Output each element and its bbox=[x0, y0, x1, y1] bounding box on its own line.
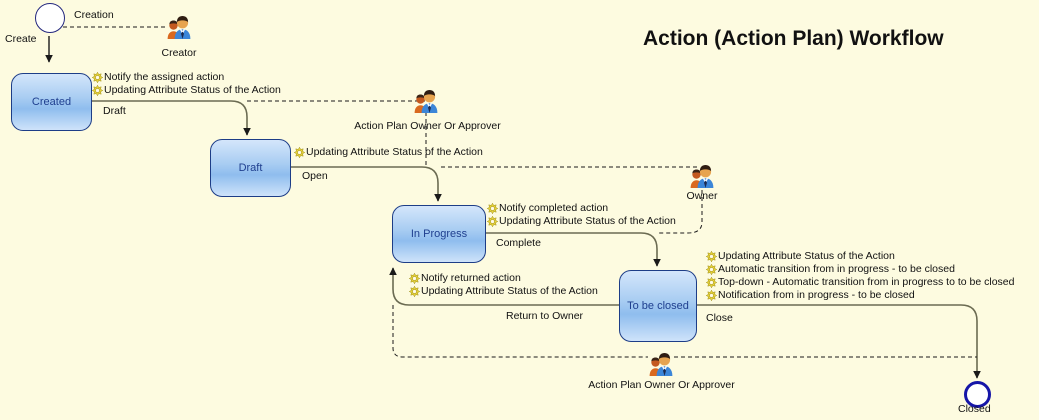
gear-icon bbox=[706, 251, 718, 262]
actor-label-approver-top: Action Plan Owner Or Approver bbox=[354, 120, 501, 132]
gear-icon bbox=[487, 203, 499, 214]
end-node-closed-label: Closed bbox=[958, 403, 991, 415]
note-text: Updating Attribute Status of the Action bbox=[104, 84, 281, 96]
note-text: Notify the assigned action bbox=[104, 71, 225, 83]
gear-icon bbox=[409, 286, 421, 297]
gear-icon bbox=[487, 216, 499, 227]
note-text: Top-down - Automatic transition from in … bbox=[718, 276, 1015, 288]
transition-return-to-owner-arrow bbox=[389, 267, 621, 306]
note-row: Updating Attribute Status of the Action bbox=[409, 285, 598, 298]
note-row: Notify the assigned action bbox=[92, 71, 281, 84]
transition-label-close: Close bbox=[706, 312, 733, 324]
note-row: Notify completed action bbox=[487, 202, 676, 215]
note-row: Updating Attribute Status of the Action bbox=[294, 146, 483, 159]
state-to-be-closed[interactable]: To be closed bbox=[619, 270, 697, 342]
note-row: Notify returned action bbox=[409, 272, 598, 285]
note-row: Updating Attribute Status of the Action bbox=[92, 84, 281, 97]
state-created[interactable]: Created bbox=[11, 73, 92, 131]
gear-icon bbox=[706, 290, 718, 301]
note-text: Notify completed action bbox=[499, 202, 609, 214]
page-title: Action (Action Plan) Workflow bbox=[643, 27, 944, 50]
transition-label-complete: Complete bbox=[496, 237, 541, 249]
actor-icon-approver-top[interactable] bbox=[412, 88, 440, 114]
note-text: Automatic transition from in progress - … bbox=[718, 263, 955, 275]
actor-icon-owner[interactable] bbox=[688, 163, 716, 189]
note-row: Updating Attribute Status of the Action bbox=[706, 250, 1014, 263]
actor-link-approver-bottom-return bbox=[392, 305, 648, 358]
note-text: Updating Attribute Status of the Action bbox=[499, 215, 676, 227]
gear-icon bbox=[706, 277, 718, 288]
note-text: Notification from in progress - to be cl… bbox=[718, 289, 915, 301]
note-text: Updating Attribute Status of the Action bbox=[421, 285, 598, 297]
transition-draft-arrow bbox=[90, 100, 251, 136]
note-text: Updating Attribute Status of the Action bbox=[306, 146, 483, 158]
state-in-progress-label: In Progress bbox=[410, 228, 468, 240]
transition-label-open: Open bbox=[302, 170, 328, 182]
note-row: Updating Attribute Status of the Action bbox=[487, 215, 676, 228]
start-node-label: Creation bbox=[74, 9, 114, 21]
note-text: Notify returned action bbox=[421, 272, 521, 284]
note-row: Top-down - Automatic transition from in … bbox=[706, 276, 1014, 289]
transition-open-arrow bbox=[289, 166, 442, 202]
actor-link-owner-complete bbox=[657, 190, 703, 234]
gear-icon bbox=[294, 147, 306, 158]
gear-icon bbox=[409, 273, 421, 284]
transition-close-arrow bbox=[695, 304, 981, 379]
state-to-be-closed-label: To be closed bbox=[627, 300, 689, 312]
end-node-closed[interactable] bbox=[964, 381, 991, 408]
transition-label-draft: Draft bbox=[103, 105, 126, 117]
actor-icon-approver-bottom[interactable] bbox=[647, 351, 675, 377]
gear-icon bbox=[706, 264, 718, 275]
start-node[interactable] bbox=[35, 3, 65, 33]
transition-label-create: Create bbox=[5, 33, 37, 45]
note-text: Updating Attribute Status of the Action bbox=[718, 250, 895, 262]
note-row: Notification from in progress - to be cl… bbox=[706, 289, 1014, 302]
note-row: Automatic transition from in progress - … bbox=[706, 263, 1014, 276]
transition-complete-arrow bbox=[484, 232, 661, 267]
actor-label-owner: Owner bbox=[686, 190, 718, 202]
state-in-progress[interactable]: In Progress bbox=[392, 205, 486, 263]
gear-icon bbox=[92, 72, 104, 83]
state-draft[interactable]: Draft bbox=[210, 139, 291, 197]
note-group-draft-to-in-progress: Updating Attribute Status of the Action bbox=[294, 146, 483, 159]
actor-icon-creator[interactable] bbox=[165, 14, 193, 40]
gear-icon bbox=[92, 85, 104, 96]
actor-label-creator: Creator bbox=[161, 47, 197, 59]
state-created-label: Created bbox=[31, 96, 72, 108]
actor-label-approver-bottom: Action Plan Owner Or Approver bbox=[588, 379, 735, 391]
transition-label-return-to-owner: Return to Owner bbox=[506, 310, 584, 322]
state-draft-label: Draft bbox=[238, 162, 263, 174]
